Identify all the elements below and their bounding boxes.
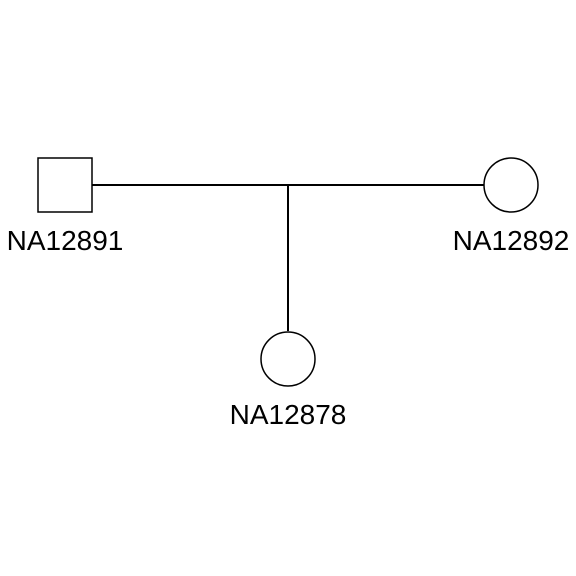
child-label: NA12878 [230,399,347,430]
mother-label: NA12892 [453,225,570,256]
father-node: NA12891 [7,157,124,256]
female-circle-icon [260,331,316,387]
female-circle-icon [483,157,539,213]
mother-node: NA12892 [453,157,570,256]
child-node: NA12878 [230,331,347,430]
father-label: NA12891 [7,225,124,256]
male-square-icon [37,157,93,213]
